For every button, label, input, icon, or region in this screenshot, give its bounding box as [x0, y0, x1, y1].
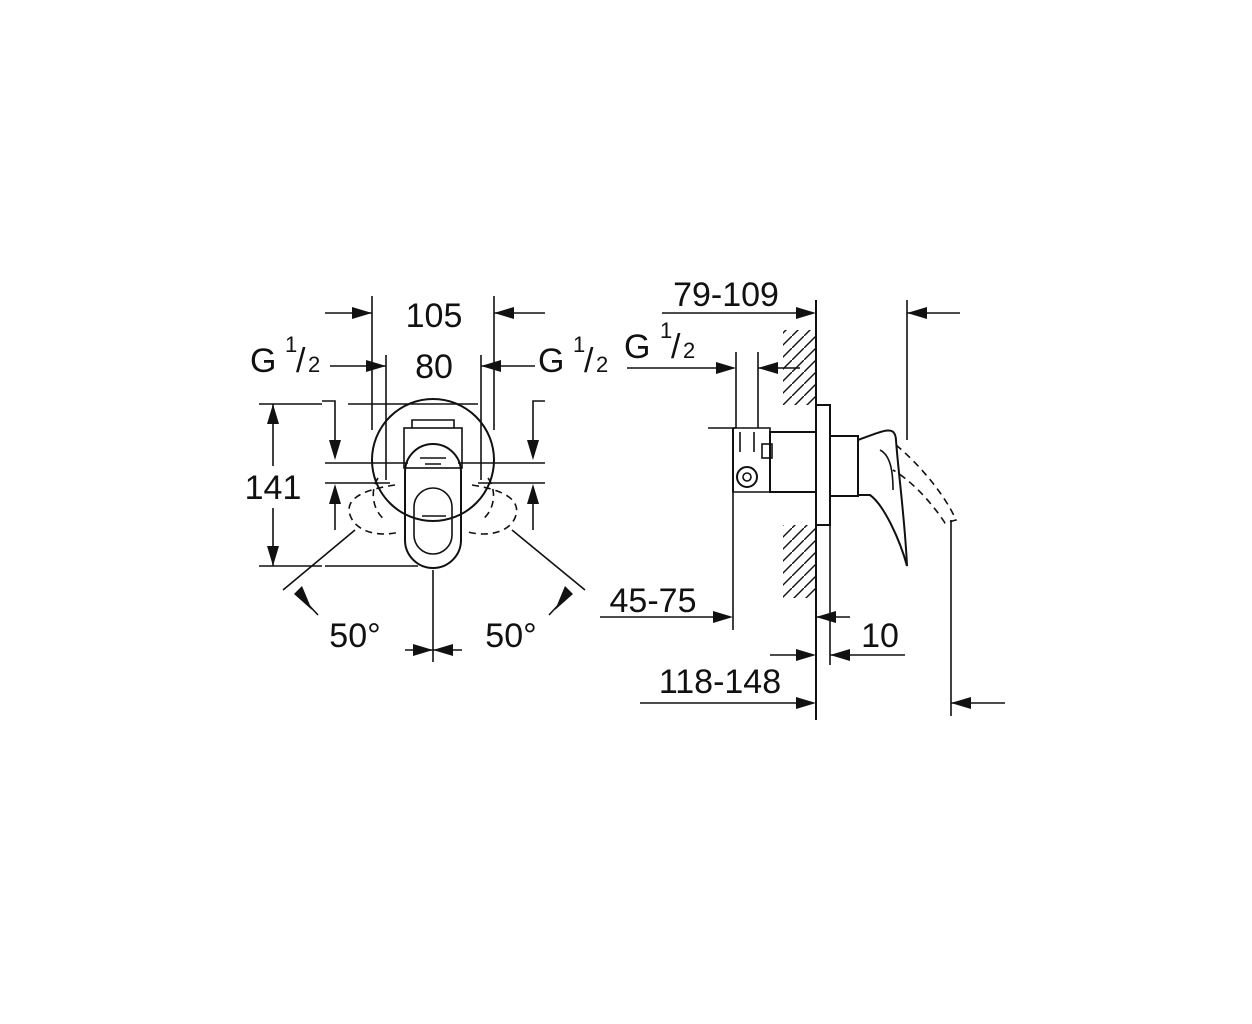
lever-handle	[404, 443, 462, 569]
svg-text:1: 1	[285, 332, 297, 357]
lever-side	[857, 429, 908, 567]
thread-right-label: G 1 / 2	[538, 332, 608, 380]
svg-text:G: G	[250, 342, 276, 380]
cover-plate	[371, 398, 495, 522]
dim-118-148-label: 118-148	[659, 663, 781, 701]
inlet-port	[736, 466, 758, 488]
plate-side	[815, 404, 831, 526]
svg-text:1: 1	[573, 332, 585, 357]
lever-raised-side	[892, 444, 958, 524]
lever-handle-opening	[413, 487, 453, 555]
svg-text:2: 2	[308, 352, 320, 377]
dim-105-label: 105	[406, 297, 463, 335]
svg-text:/: /	[296, 342, 306, 380]
valve-body	[403, 427, 463, 469]
lever-rotated-left	[348, 484, 401, 535]
side-view: 79-109 G 1 / 2 45-75 10	[600, 276, 1005, 720]
angle-right-label: 50°	[485, 617, 536, 655]
thread-side-label: G 1 / 2	[624, 318, 695, 366]
svg-text:/: /	[671, 328, 681, 366]
svg-text:G: G	[624, 328, 650, 366]
dim-45-75-label: 45-75	[610, 582, 697, 620]
dim-10-label: 10	[861, 617, 899, 655]
svg-text:1: 1	[660, 318, 672, 343]
lever-rotated-right	[467, 484, 518, 535]
svg-text:/: /	[584, 342, 594, 380]
svg-text:2: 2	[596, 352, 608, 377]
svg-text:G: G	[538, 342, 564, 380]
dim-80-label: 80	[415, 348, 453, 386]
dim-79-109-label: 79-109	[673, 276, 779, 314]
thread-left-label: G 1 / 2	[250, 332, 320, 380]
angle-left-label: 50°	[329, 617, 380, 655]
front-view: 105 80 G 1 / 2 G 1 / 2	[240, 296, 608, 662]
svg-text:2: 2	[683, 338, 695, 363]
dim-141-label: 141	[245, 469, 302, 507]
